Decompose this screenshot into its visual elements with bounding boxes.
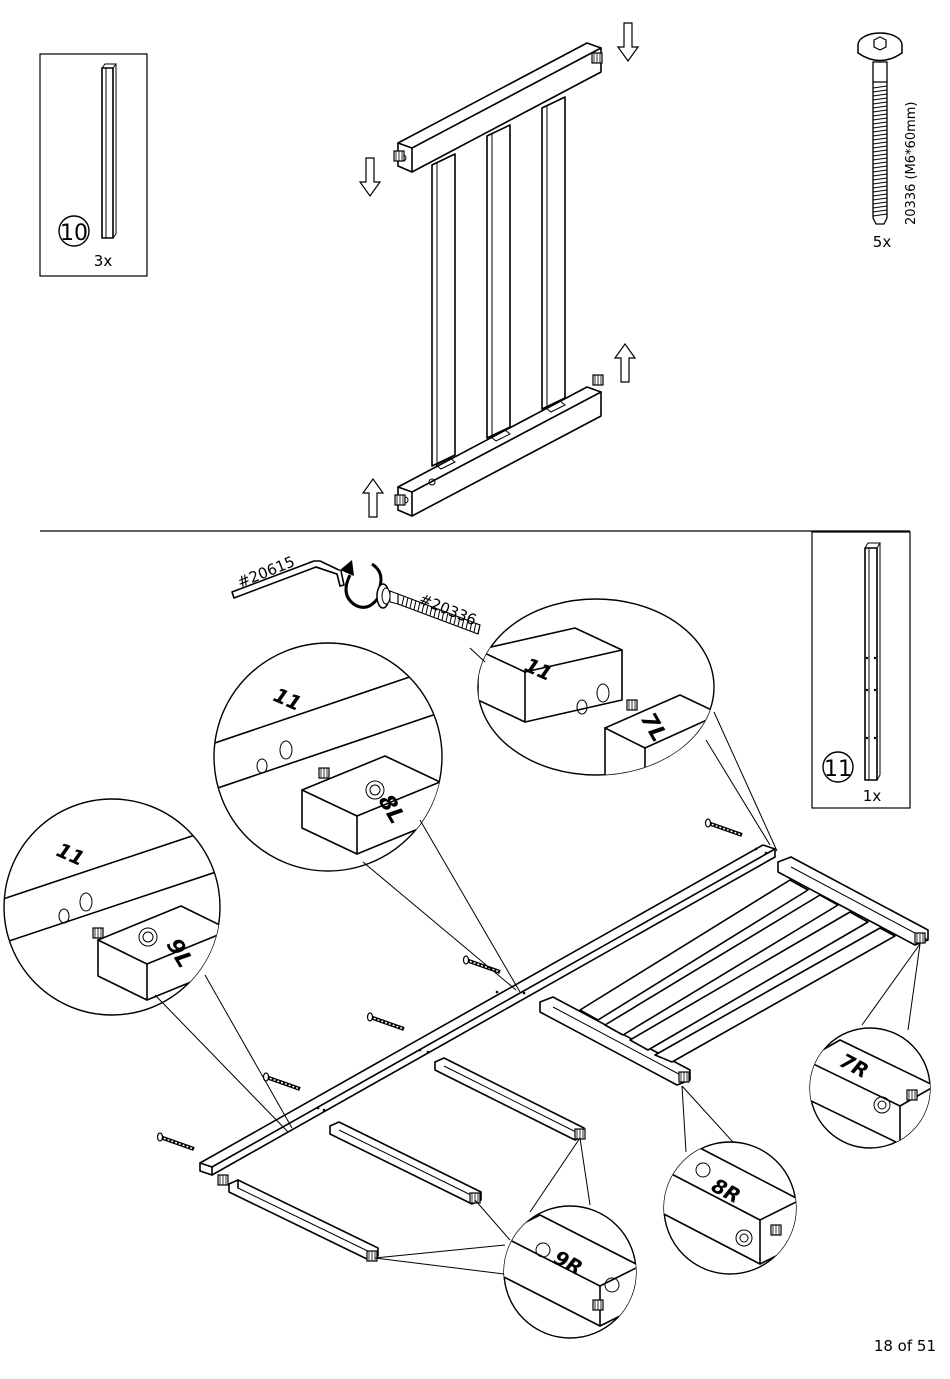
part-10-number: 10 [60, 221, 88, 246]
bolt-code: #20336 [417, 590, 480, 629]
page-number: 18 of 51 [874, 1337, 936, 1355]
slat-10-drawing [102, 64, 116, 238]
screw-20336-drawing [858, 33, 902, 224]
part-10-box: 10 3x [40, 54, 147, 276]
rotate-arrow-icon [340, 560, 381, 607]
detail-7L: 11 7L [478, 599, 720, 793]
gate-assembly-top [360, 23, 638, 517]
frame-assembly [158, 819, 929, 1261]
detail-9L: 11 9L [0, 799, 230, 1015]
detail-8R: 8R [660, 1142, 800, 1274]
detail-7R: 7R [805, 1028, 935, 1148]
screw-qty: 5x [873, 233, 892, 251]
part-11-qty: 1x [863, 787, 882, 805]
detail-9R: 9R [500, 1206, 640, 1338]
detail-8L: 11 8L [200, 643, 445, 871]
part-11-box: 11 1x [812, 532, 910, 808]
screw-code: 20336 (M6*60mm) [904, 102, 919, 226]
part-11-number: 11 [824, 757, 852, 782]
part-10-qty: 3x [94, 252, 113, 270]
